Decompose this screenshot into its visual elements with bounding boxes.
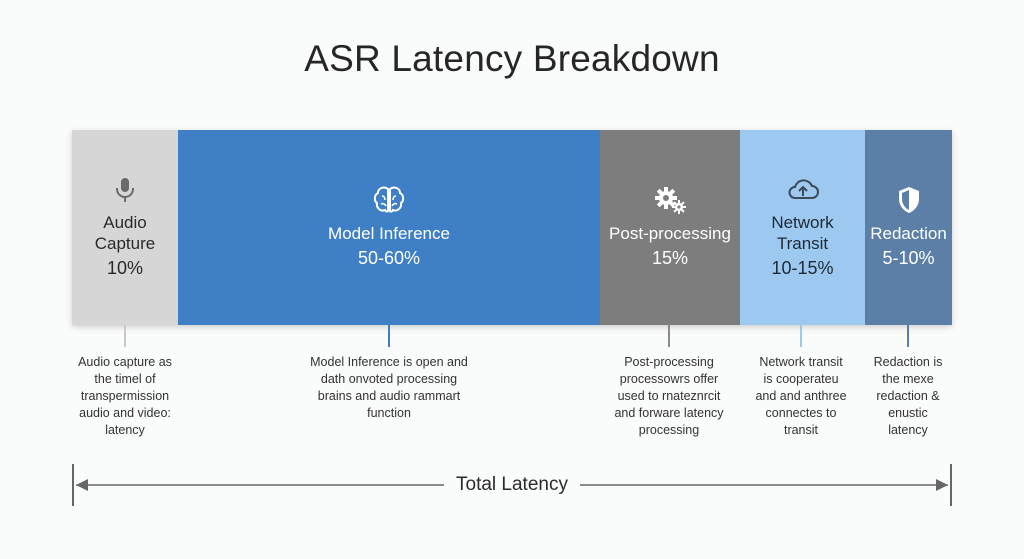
tick-network-transit: [800, 325, 802, 347]
segment-label: Model Inference: [328, 224, 450, 243]
segment-value: 10-15%: [771, 257, 834, 278]
note-audio-capture: Audio capture as the timel of transpermi…: [78, 355, 172, 437]
tick-post-processing: [668, 325, 670, 347]
segment-label: Network Transit: [771, 212, 834, 253]
note-post-processing: Post-processing processowrs offer used t…: [614, 355, 724, 437]
segment-network-transit: Network Transit 10-15%: [740, 130, 865, 325]
tick-model-inference: [388, 325, 390, 347]
segment-value: 10%: [106, 257, 144, 278]
note-redaction: Redaction is the mexe redaction & enusti…: [873, 355, 943, 437]
segment-label: Redaction: [870, 224, 947, 243]
segment-model-inference: Model Inference 50-60%: [178, 130, 600, 325]
tick-audio-capture: [124, 325, 126, 347]
shield-icon: [898, 187, 919, 213]
segment-value: 5-10%: [882, 248, 935, 268]
tick-redaction: [907, 325, 909, 347]
segment-value: 15%: [651, 248, 689, 268]
segment-audio-capture: Audio Capture 10%: [72, 130, 178, 325]
note-network-transit: Network transit is cooperateu and and an…: [755, 355, 847, 437]
segment-post-processing: Post-processing 15%: [600, 130, 740, 325]
axis-label: Total Latency: [72, 474, 952, 496]
microphone-icon: [116, 177, 134, 202]
segment-redaction: Redaction 5-10%: [865, 130, 952, 325]
segment-label: Post-processing: [609, 224, 731, 243]
brain-icon: [373, 186, 405, 213]
note-model-inference: Model Inference is open and dath onvoted…: [310, 355, 468, 420]
total-latency-axis: Total Latency: [72, 462, 952, 508]
chart-title: ASR Latency Breakdown: [304, 38, 720, 79]
cloud-upload-icon: [788, 178, 819, 199]
gears-icon: [655, 187, 686, 214]
stacked-latency-bar: Audio Capture 10% Model Inference 50-60%: [72, 130, 952, 325]
total-latency-label: Total Latency: [444, 474, 580, 495]
segment-value: 50-60%: [357, 248, 421, 268]
segment-label: Audio Capture: [94, 212, 156, 253]
